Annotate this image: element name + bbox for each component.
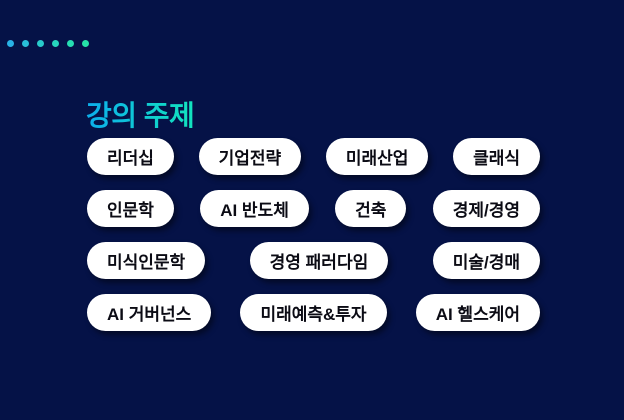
topic-pill-humanities[interactable]: 인문학 bbox=[87, 190, 174, 227]
page-title: 강의 주제 bbox=[86, 99, 195, 131]
decorative-dot-icon bbox=[52, 40, 59, 47]
topic-pill-gastronomy-humanities[interactable]: 미식인문학 bbox=[87, 242, 206, 279]
decorative-dot-icon bbox=[37, 40, 44, 47]
topic-pill-corporate-strategy[interactable]: 기업전략 bbox=[198, 138, 302, 175]
topic-pill-future-industry[interactable]: 미래산업 bbox=[325, 138, 429, 175]
topic-row: 리더십 기업전략 미래산업 클래식 bbox=[87, 138, 540, 175]
topic-pill-ai-semiconductor[interactable]: AI 반도체 bbox=[200, 190, 309, 227]
topic-row: 인문학 AI 반도체 건축 경제/경영 bbox=[87, 190, 540, 227]
topic-pill-ai-governance[interactable]: AI 거버넌스 bbox=[87, 294, 212, 331]
decorative-dot-icon bbox=[7, 40, 14, 47]
topic-row: AI 거버넌스 미래예측&투자 AI 헬스케어 bbox=[87, 294, 540, 331]
topic-pill-art-auction[interactable]: 미술/경매 bbox=[432, 242, 540, 279]
decorative-dots bbox=[7, 40, 89, 47]
topic-row: 미식인문학 경영 패러다임 미술/경매 bbox=[87, 242, 540, 279]
topic-pill-management-paradigm[interactable]: 경영 패러다임 bbox=[249, 242, 389, 279]
topic-pill-architecture[interactable]: 건축 bbox=[335, 190, 407, 227]
topic-pill-classic[interactable]: 클래식 bbox=[453, 138, 540, 175]
topic-pill-leadership[interactable]: 리더십 bbox=[87, 138, 174, 175]
decorative-dot-icon bbox=[22, 40, 29, 47]
topic-pill-grid: 리더십 기업전략 미래산업 클래식 인문학 AI 반도체 건축 경제/경영 미식… bbox=[87, 138, 540, 331]
topic-pill-future-forecast-investment[interactable]: 미래예측&투자 bbox=[240, 294, 387, 331]
topic-pill-economy-management[interactable]: 경제/경영 bbox=[432, 190, 540, 227]
topic-pill-ai-healthcare[interactable]: AI 헬스케어 bbox=[415, 294, 540, 331]
decorative-dot-icon bbox=[82, 40, 89, 47]
decorative-dot-icon bbox=[67, 40, 74, 47]
